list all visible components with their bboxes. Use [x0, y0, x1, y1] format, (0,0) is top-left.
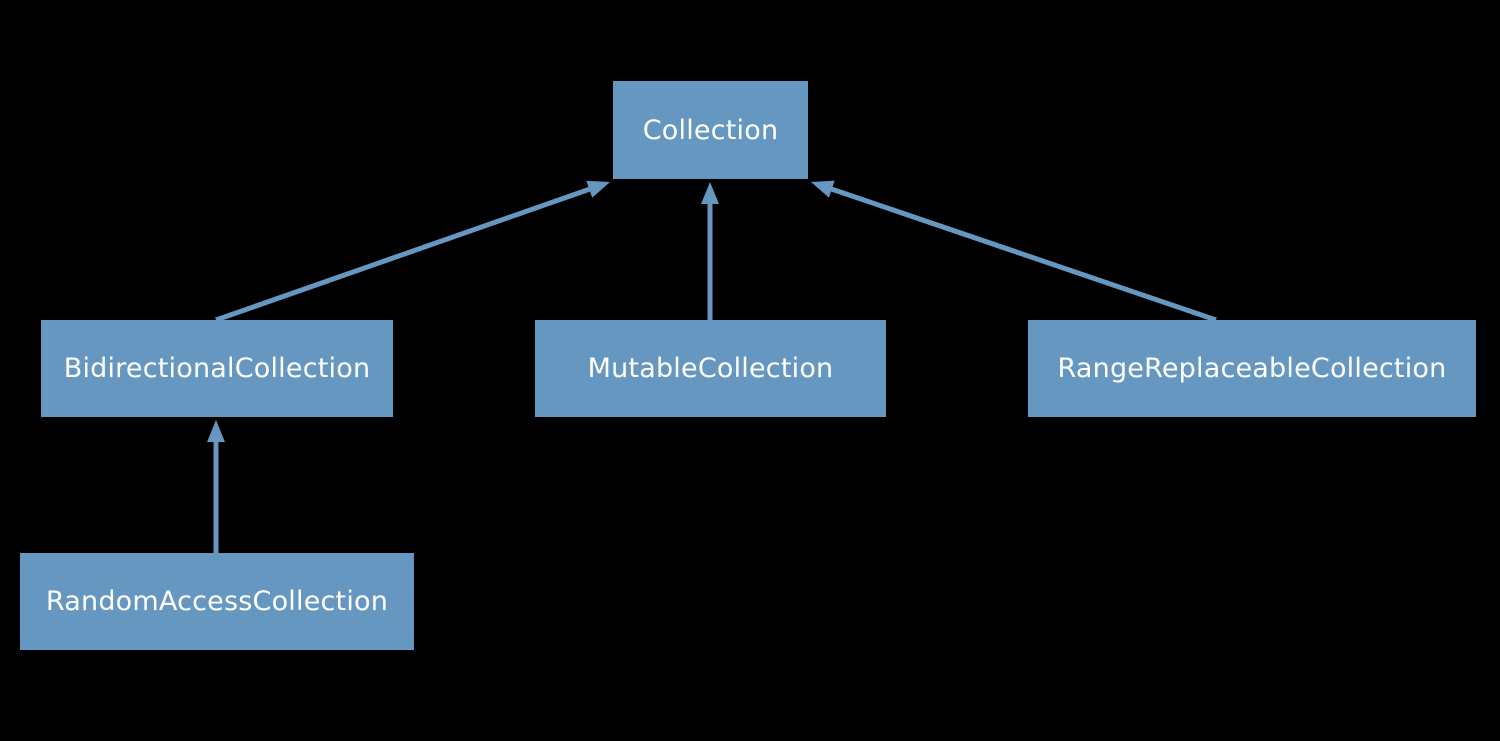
node-range-replaceable-collection-label: RangeReplaceableCollection [1057, 353, 1447, 384]
arrowhead-icon [586, 180, 610, 198]
arrowhead-icon [207, 420, 225, 442]
edge-randomaccess-to-bidirectional [207, 420, 225, 553]
edge-line [829, 186, 1217, 323]
node-collection: Collection [613, 81, 808, 179]
arrowhead-icon [701, 182, 719, 204]
node-collection-label: Collection [642, 114, 779, 146]
node-random-access-collection: RandomAccessCollection [20, 553, 414, 650]
edge-line [215, 186, 592, 323]
node-bidirectional-collection-label: BidirectionalCollection [63, 353, 371, 384]
edge-rangereplaceable-to-collection [811, 180, 1217, 323]
node-mutable-collection: MutableCollection [535, 320, 886, 417]
node-bidirectional-collection: BidirectionalCollection [41, 320, 393, 417]
arrowhead-icon [811, 180, 835, 198]
node-range-replaceable-collection: RangeReplaceableCollection [1028, 320, 1476, 417]
edge-mutable-to-collection [701, 182, 719, 320]
node-mutable-collection-label: MutableCollection [587, 353, 834, 384]
edge-bidirectional-to-collection [215, 180, 610, 323]
node-random-access-collection-label: RandomAccessCollection [45, 586, 389, 617]
